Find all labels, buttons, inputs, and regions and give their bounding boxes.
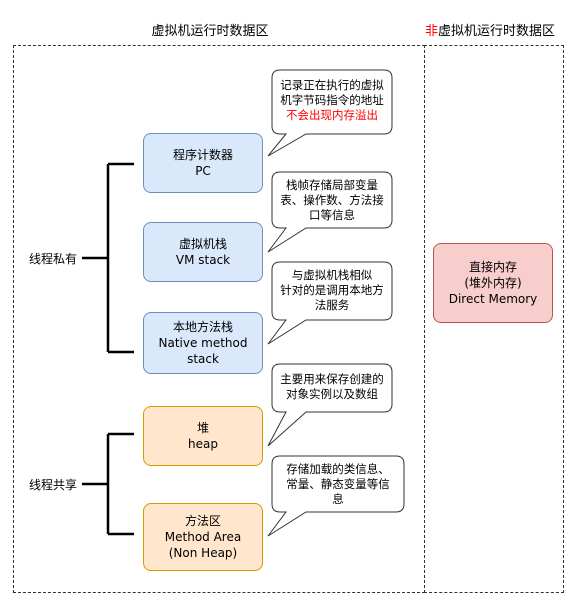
pc-callout-line-2: 机字节码指令的地址 bbox=[280, 93, 384, 107]
jvm-runtime-area-title: 虚拟机运行时数据区 bbox=[125, 20, 295, 39]
method-area-callout-line-1: 存储加载的类信息、 bbox=[286, 462, 390, 476]
direct-memory-title: 直接内存 bbox=[468, 260, 517, 274]
thread-shared-label: 线程共享 bbox=[29, 478, 78, 492]
pc-callout-warning: 不会出现内存溢出 bbox=[286, 108, 378, 122]
vm-stack-callout-line-1: 栈帧存储局部变量 bbox=[286, 178, 378, 192]
vm-stack-title: 虚拟机栈 bbox=[178, 237, 227, 251]
thread-shared-bracket bbox=[82, 432, 134, 536]
heap-subtitle: heap bbox=[188, 437, 218, 451]
direct-memory-box: 直接内存 (堆外内存) Direct Memory bbox=[433, 243, 553, 323]
non-jvm-runtime-area-title: 非虚拟机运行时数据区 bbox=[420, 20, 560, 39]
vm-stack-callout-line-3: 口等信息 bbox=[309, 208, 355, 222]
heap-title: 堆 bbox=[196, 421, 209, 435]
native-stack-title: 本地方法栈 bbox=[172, 320, 233, 334]
pc-register-box: 程序计数器 PC bbox=[143, 133, 263, 193]
pc-callout-bubble bbox=[267, 69, 393, 157]
pc-title: 程序计数器 bbox=[172, 148, 233, 162]
vm-stack-callout-text: 栈帧存储局部变量 表、操作数、方法接 口等信息 bbox=[272, 178, 392, 223]
native-stack-subtitle-2: stack bbox=[187, 352, 219, 366]
vm-stack-callout-bubble bbox=[267, 171, 393, 253]
method-area-callout-line-3: 息 bbox=[332, 492, 344, 506]
method-area-callout-text: 存储加载的类信息、 常量、静态变量等信 息 bbox=[272, 462, 404, 507]
direct-memory-subtitle-2: Direct Memory bbox=[448, 292, 538, 306]
non-prefix: 非 bbox=[424, 24, 438, 39]
vm-stack-box: 虚拟机栈 VM stack bbox=[143, 222, 263, 282]
method-area-callout-bubble bbox=[267, 455, 405, 537]
thread-private-bracket bbox=[82, 162, 134, 354]
native-stack-callout-bubble bbox=[267, 261, 393, 345]
heap-callout-text: 主要用来保存创建的 对象实例以及数组 bbox=[272, 372, 392, 402]
native-stack-callout-line-3: 法服务 bbox=[314, 298, 350, 312]
pc-callout-text: 记录正在执行的虚拟 机字节码指令的地址 不会出现内存溢出 bbox=[272, 78, 392, 123]
native-stack-callout-line-2: 针对的是调用本地方 bbox=[280, 283, 384, 297]
heap-box: 堆 heap bbox=[143, 406, 263, 466]
direct-memory-subtitle: (堆外内存) bbox=[464, 276, 522, 290]
pc-subtitle: PC bbox=[195, 164, 211, 178]
native-stack-subtitle: Native method bbox=[158, 336, 248, 350]
vm-stack-subtitle: VM stack bbox=[175, 253, 231, 267]
method-area-subtitle-2: (Non Heap) bbox=[168, 546, 238, 560]
heap-callout-line-2: 对象实例以及数组 bbox=[286, 387, 378, 401]
thread-private-label: 线程私有 bbox=[29, 252, 78, 266]
method-area-box: 方法区 Method Area (Non Heap) bbox=[143, 503, 263, 571]
method-area-title: 方法区 bbox=[184, 514, 221, 528]
pc-callout-line-1: 记录正在执行的虚拟 bbox=[280, 78, 384, 92]
method-area-callout-line-2: 常量、静态变量等信 bbox=[286, 477, 390, 491]
native-method-stack-box: 本地方法栈 Native method stack bbox=[143, 312, 263, 374]
non-jvm-title-text: 虚拟机运行时数据区 bbox=[438, 24, 556, 39]
non-jvm-runtime-area-frame bbox=[424, 45, 564, 593]
heap-callout-line-1: 主要用来保存创建的 bbox=[280, 372, 384, 386]
native-stack-callout-line-1: 与虚拟机栈相似 bbox=[291, 268, 373, 282]
jvm-runtime-area-title-text: 虚拟机运行时数据区 bbox=[151, 24, 269, 39]
heap-callout-bubble bbox=[267, 363, 393, 447]
method-area-subtitle: Method Area bbox=[164, 530, 242, 544]
native-stack-callout-text: 与虚拟机栈相似 针对的是调用本地方 法服务 bbox=[272, 268, 392, 313]
vm-stack-callout-line-2: 表、操作数、方法接 bbox=[280, 193, 384, 207]
